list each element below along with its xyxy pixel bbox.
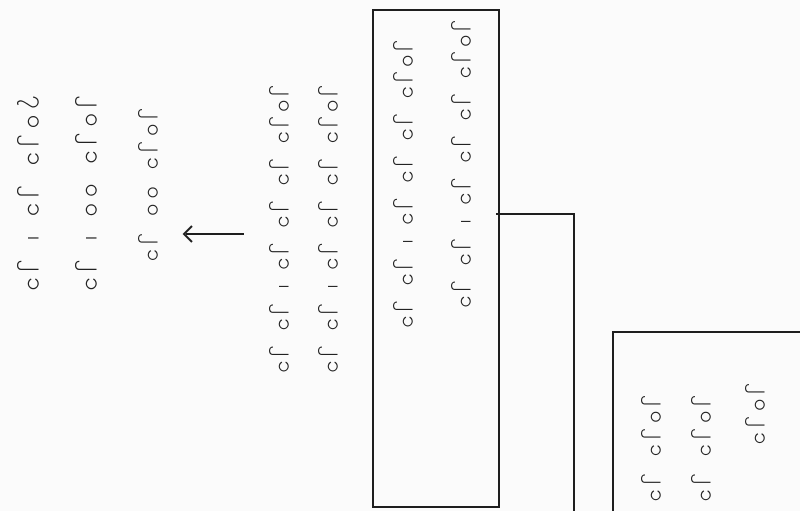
right-box <box>612 331 800 511</box>
right-box-line-3: ၂၀၂၁ <box>749 383 774 450</box>
main-box <box>372 9 500 508</box>
right-box-line-2: ၂၀၂၁ ၂၁ <box>695 395 720 507</box>
right-box-line-1: ၂၀၂၁ ၂၁ <box>645 395 670 507</box>
